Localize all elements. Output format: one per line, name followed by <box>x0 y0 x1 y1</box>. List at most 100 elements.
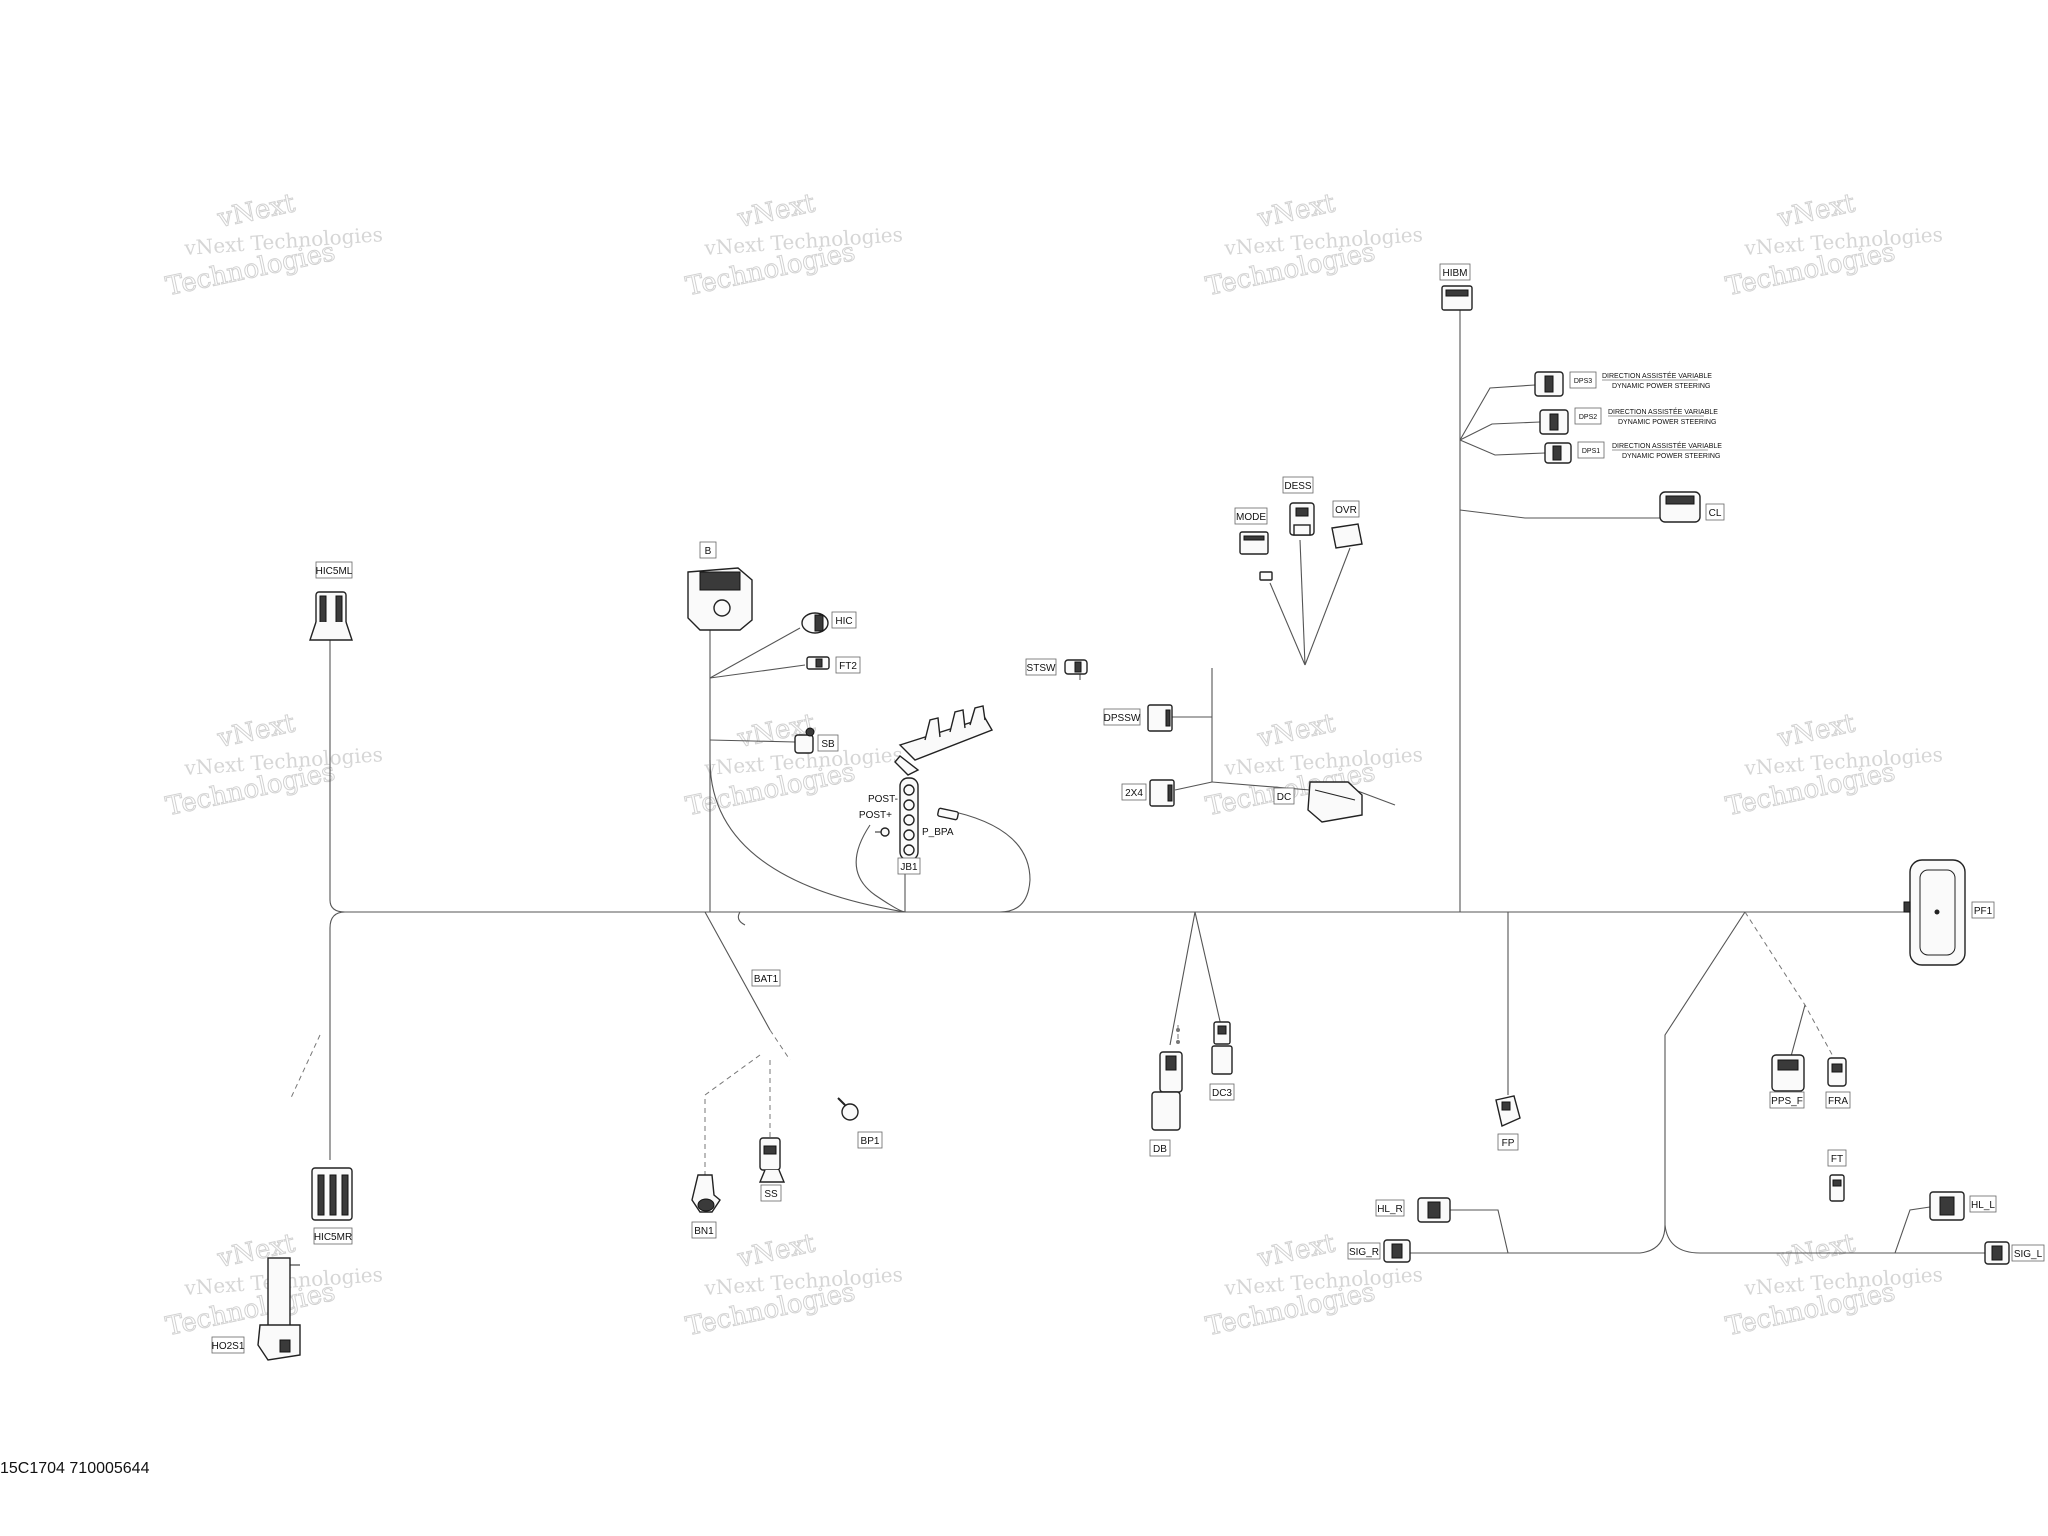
switch-dpssw-part <box>1147 704 1173 732</box>
label-cl: CL <box>1705 503 1725 521</box>
label-mode: MODE <box>1234 507 1268 525</box>
switch-sb-part <box>794 727 815 754</box>
connector-pbpa-part <box>937 807 959 821</box>
wire-pps-frac <box>1744 911 1836 1061</box>
svg-text:FRA: FRA <box>1828 1096 1848 1107</box>
wire-ho2s1 <box>289 1034 321 1101</box>
svg-text:BP1: BP1 <box>861 1136 880 1147</box>
label-sig-r: SIG_R <box>1347 1242 1381 1260</box>
svg-text:SIG_R: SIG_R <box>1349 1247 1379 1258</box>
svg-text:2X4: 2X4 <box>1125 788 1143 799</box>
watermark: vNext Technologies Technologies vNext <box>1723 708 1944 823</box>
svg-text:DPS2: DPS2 <box>1579 414 1597 421</box>
svg-text:DESS: DESS <box>1284 481 1312 492</box>
svg-text:DC3: DC3 <box>1212 1088 1232 1099</box>
watermark: vNext Technologies Technologies vNext <box>163 708 384 823</box>
svg-text:FT2: FT2 <box>839 661 857 672</box>
svg-text:HL_R: HL_R <box>1377 1204 1403 1215</box>
wire-jb1-loop-2 <box>855 824 906 913</box>
label-ft: FT <box>1827 1149 1847 1167</box>
label-ho2s1: HO2S1 <box>211 1336 245 1354</box>
wire-hl-r <box>1450 1209 1509 1254</box>
switch-2x4-part <box>1149 779 1175 807</box>
fuse-box-pf1-part <box>1903 859 1966 966</box>
wire-loop-bat <box>737 911 746 926</box>
connector-hl-r-part <box>1417 1197 1451 1223</box>
wire-pps-f <box>1789 1004 1806 1061</box>
label-hl-r: HL_R <box>1375 1199 1405 1217</box>
svg-text:SB: SB <box>821 739 835 750</box>
svg-text:HIC: HIC <box>835 616 852 627</box>
connector-b-part <box>687 567 753 631</box>
wire-2x4 <box>1174 781 1213 791</box>
wire-hic5mr <box>329 911 346 1160</box>
connector-dps3-part <box>1534 371 1564 397</box>
wire-ft2 <box>709 664 806 679</box>
svg-text:vNext: vNext <box>1774 1228 1858 1274</box>
svg-text:SS: SS <box>764 1189 778 1200</box>
wire-mode <box>1269 582 1306 666</box>
connector-db-part <box>1151 1028 1183 1131</box>
wire-dps1 <box>1459 439 1546 456</box>
label-dpssw: DPSSW <box>1103 708 1141 726</box>
svg-text:FT: FT <box>1831 1154 1843 1165</box>
label-hic5mr: HIC5MR <box>313 1227 353 1245</box>
svg-text:BAT1: BAT1 <box>754 974 779 985</box>
svg-text:vNext: vNext <box>214 708 298 754</box>
note-dps3-fr: DIRECTION ASSISTÉE VARIABLE <box>1602 371 1712 380</box>
label-bn1: BN1 <box>691 1221 717 1239</box>
wire-dess <box>1299 539 1306 666</box>
sensor-ho2s1-part <box>257 1257 301 1361</box>
label-sb: SB <box>817 734 839 752</box>
wire-right-lower-2 <box>1664 1224 1985 1254</box>
label-dc: DC <box>1273 787 1295 805</box>
connector-hic5ml-part <box>309 591 353 641</box>
svg-text:HIBM: HIBM <box>1443 268 1468 279</box>
label-bat1: BAT1 <box>751 969 781 987</box>
sensor-ss-part <box>758 1137 786 1183</box>
label-db: DB <box>1149 1139 1171 1157</box>
svg-text:HIC5MR: HIC5MR <box>314 1232 352 1243</box>
watermark: vNext Technologies Technologies vNext <box>163 188 384 303</box>
connector-cl-part <box>1659 491 1701 523</box>
wire-db <box>1169 911 1196 1046</box>
connector-dess-part <box>1289 502 1315 536</box>
terminal-bn1-part <box>691 1174 721 1213</box>
label-sig-l: SIG_L <box>2011 1244 2045 1262</box>
svg-text:JB1: JB1 <box>900 862 918 873</box>
label-hibm: HIBM <box>1439 263 1471 281</box>
svg-text:HIC5ML: HIC5ML <box>316 566 353 577</box>
connector-dps1-part <box>1544 442 1572 464</box>
label-ovr: OVR <box>1332 500 1360 518</box>
label-dc3: DC3 <box>1209 1083 1235 1101</box>
svg-text:HO2S1: HO2S1 <box>212 1341 245 1352</box>
svg-text:vNext: vNext <box>1254 1228 1338 1274</box>
label-stsw: STSW <box>1025 658 1057 676</box>
connector-sig-l-part <box>1984 1241 2010 1265</box>
wire-bn1 <box>704 1054 761 1175</box>
svg-text:SIG_L: SIG_L <box>2014 1249 2043 1260</box>
svg-text:BN1: BN1 <box>694 1226 714 1237</box>
label-dess: DESS <box>1282 476 1314 494</box>
wire-hl-l <box>1894 1206 1931 1254</box>
connector-hic5mr-part <box>311 1167 353 1221</box>
svg-text:PF1: PF1 <box>1974 906 1993 917</box>
switch-ovr-part <box>1331 523 1363 549</box>
svg-text:STSW: STSW <box>1027 663 1056 674</box>
svg-text:DPS3: DPS3 <box>1574 378 1592 385</box>
svg-text:vNext: vNext <box>1774 188 1858 234</box>
sensor-fra-part <box>1827 1057 1847 1087</box>
label-hl-l: HL_L <box>1969 1195 1997 1213</box>
svg-text:B: B <box>705 546 712 557</box>
watermark: vNext Technologies Technologies vNext <box>1723 188 1944 303</box>
wire-right-lower <box>1410 911 1746 1254</box>
sensor-pps-f-part <box>1771 1054 1805 1092</box>
wire-sb <box>709 739 796 743</box>
label-hic: HIC <box>831 611 857 629</box>
watermark: vNext Technologies Technologies vNext <box>683 708 904 823</box>
label-2x4: 2X4 <box>1121 783 1147 801</box>
connector-dps2-part <box>1539 409 1569 435</box>
connector-fp-part <box>1495 1095 1521 1127</box>
svg-text:FP: FP <box>1502 1138 1515 1149</box>
svg-text:DB: DB <box>1153 1144 1167 1155</box>
